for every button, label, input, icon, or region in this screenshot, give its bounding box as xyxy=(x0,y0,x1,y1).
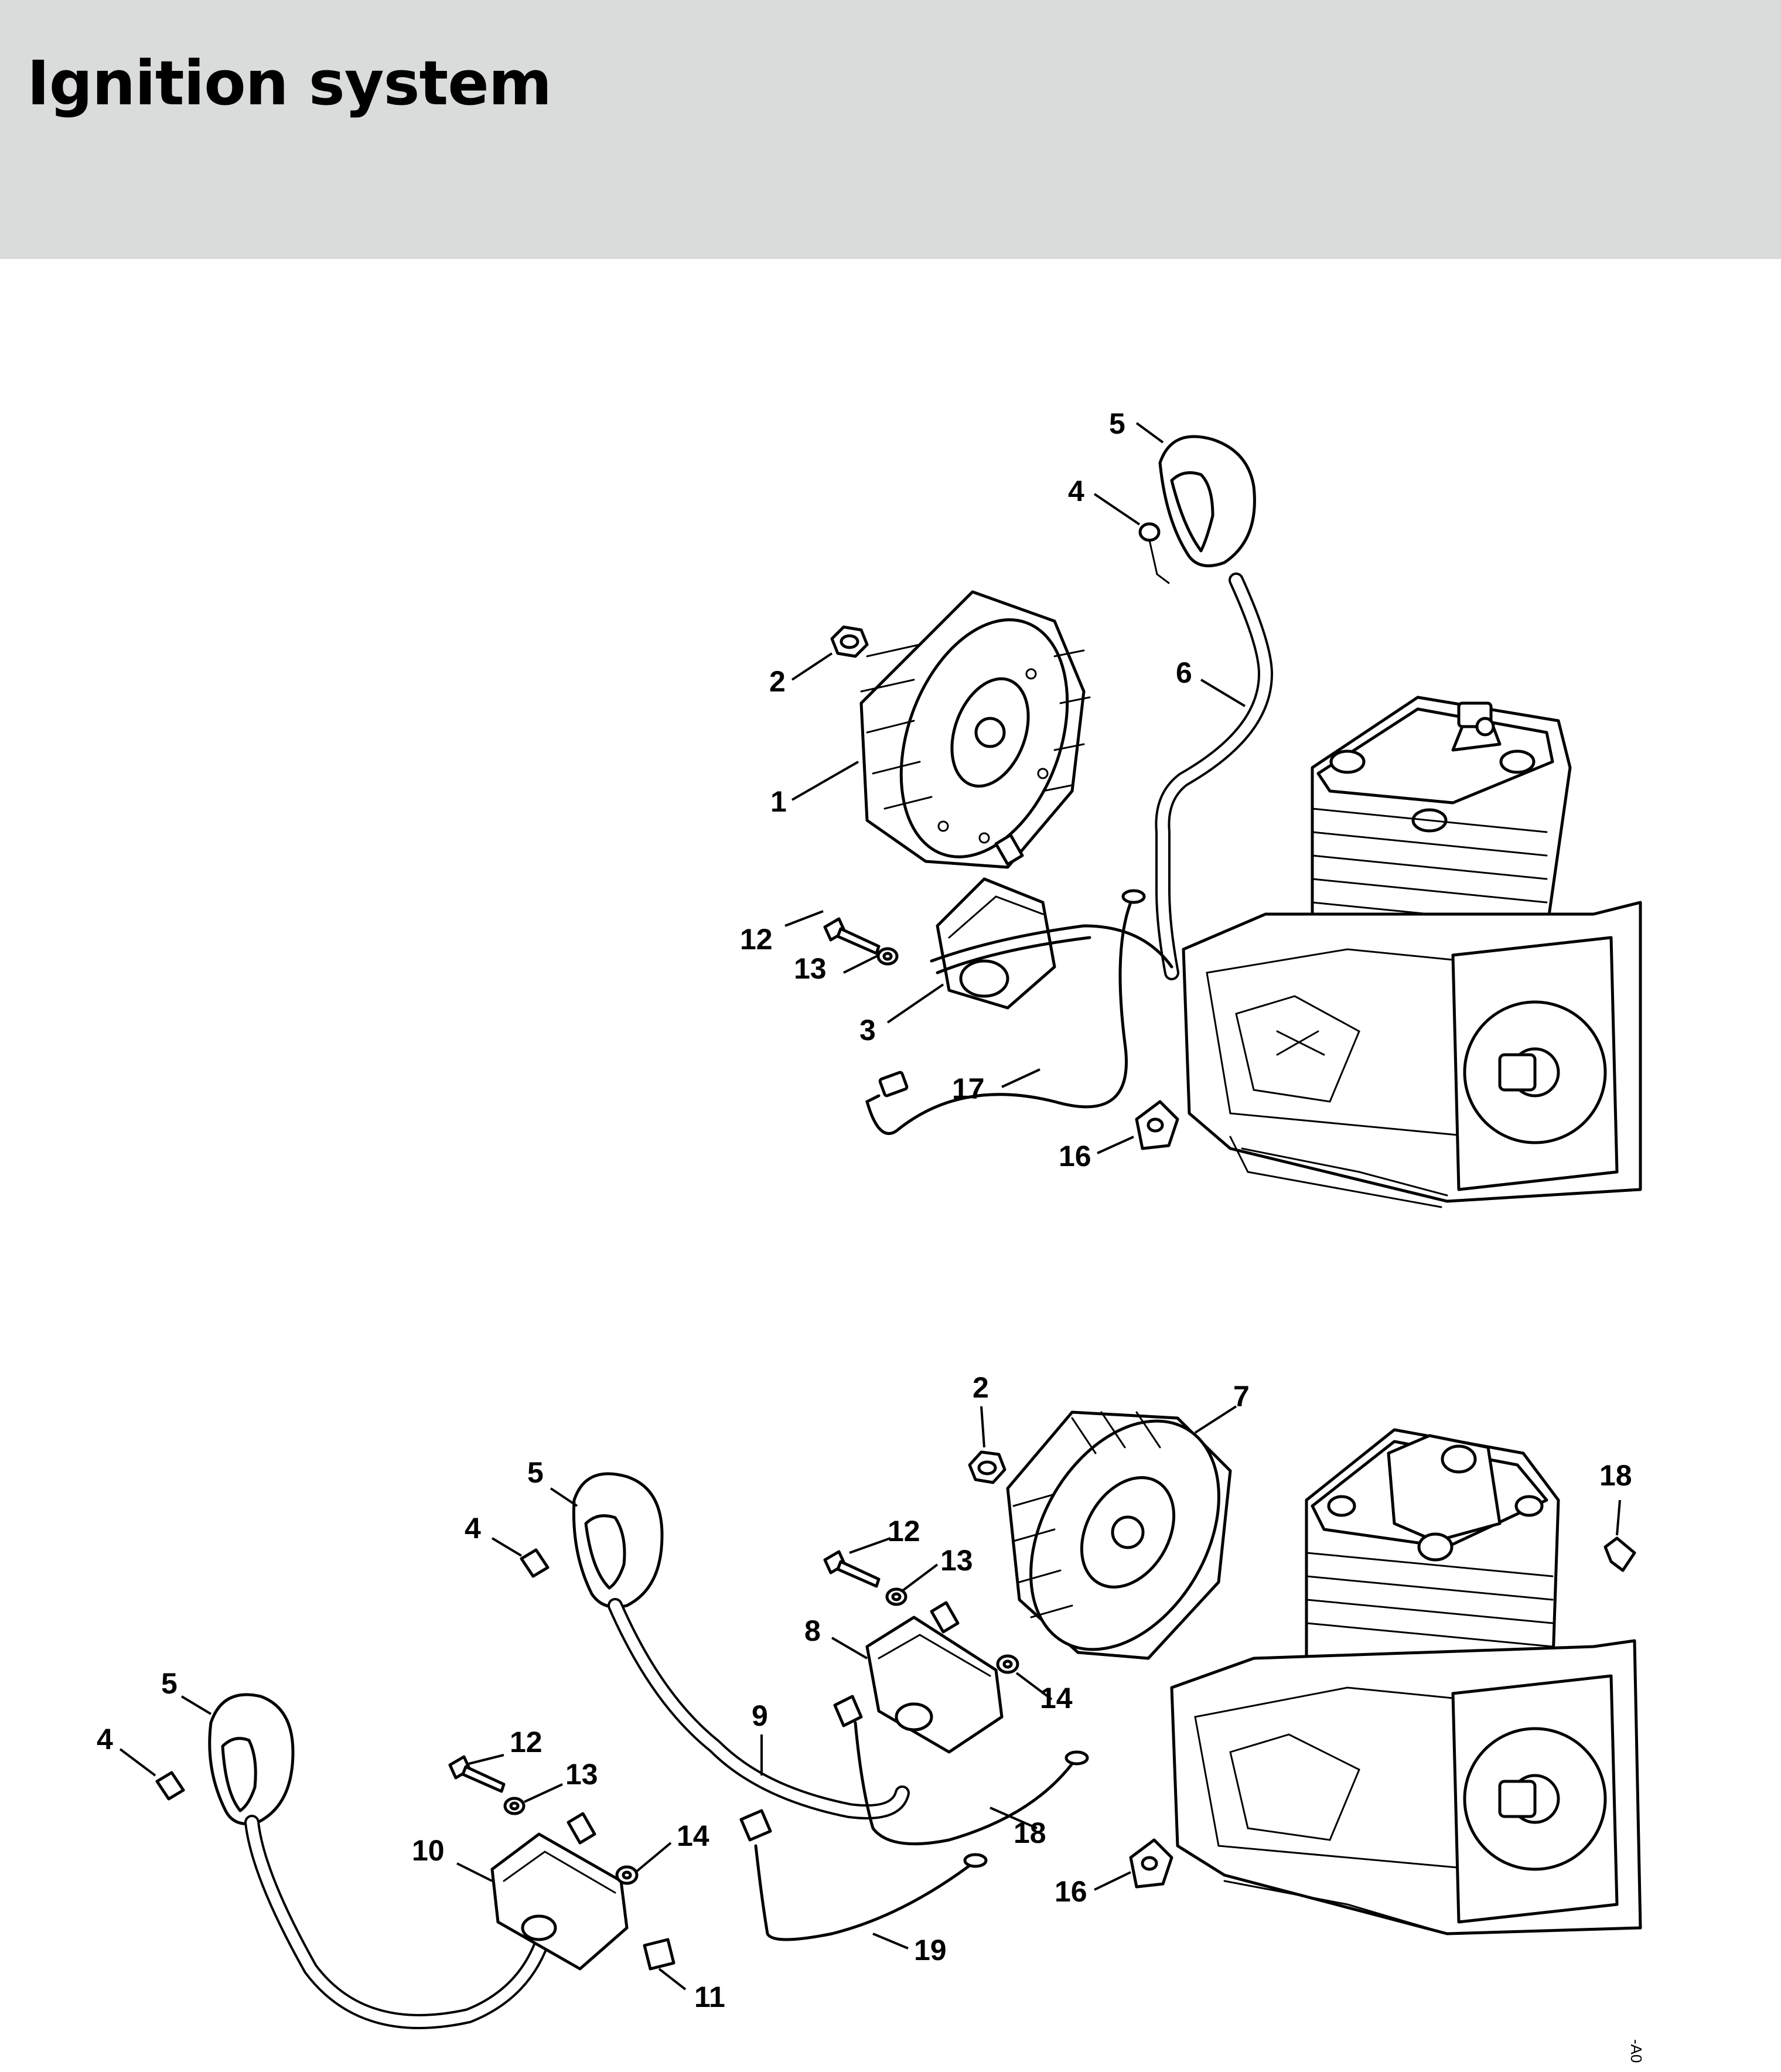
nut xyxy=(830,625,869,658)
grommet-lower xyxy=(1129,1838,1173,1889)
callout-16-lower: 16 xyxy=(1055,1875,1087,1908)
flywheel xyxy=(859,590,1091,869)
short-circuit-wire-3 xyxy=(739,1809,988,1941)
callout-12-upper: 12 xyxy=(888,1515,920,1548)
contact-spring-2 xyxy=(520,1548,550,1578)
washer-3 xyxy=(503,1797,526,1815)
callout-17: 17 xyxy=(952,1072,985,1105)
ignition-module-3 xyxy=(490,1812,629,1971)
grommet xyxy=(1135,1100,1179,1150)
flywheel-lower xyxy=(1006,1410,1232,1660)
callout-6: 6 xyxy=(1176,656,1192,689)
callout-10: 10 xyxy=(412,1834,445,1867)
callout-4: 4 xyxy=(1068,475,1084,507)
washer xyxy=(876,947,899,966)
clip xyxy=(1603,1536,1636,1572)
washer-14-lower xyxy=(615,1865,639,1885)
lower-leaders xyxy=(119,1405,1621,1991)
screw xyxy=(823,917,881,955)
callout-13: 13 xyxy=(794,952,827,985)
washer-14 xyxy=(996,1654,1019,1674)
upper-callouts: 5 4 6 2 1 12 13 3 17 16 xyxy=(740,407,1192,1173)
short-circuit-wire xyxy=(865,889,1146,1135)
callout-19: 19 xyxy=(914,1934,947,1967)
callout-11: 11 xyxy=(694,1981,725,2013)
contact-spring xyxy=(1138,522,1170,584)
callout-5-upper: 5 xyxy=(527,1456,544,1489)
lower-view: 2 7 18 5 4 12 13 8 14 9 18 5 4 12 13 14 … xyxy=(97,1371,1642,2029)
upper-leaders xyxy=(784,422,1246,1154)
callout-12: 12 xyxy=(740,923,773,956)
spark-plug-boot-3 xyxy=(208,1693,295,1825)
ignition-lead xyxy=(1155,572,1273,980)
header-bar: Ignition system xyxy=(0,0,1781,259)
spark-plug-boot xyxy=(1158,435,1256,568)
callout-13-upper: 13 xyxy=(940,1544,973,1577)
callout-1: 1 xyxy=(770,785,787,818)
callout-14-lower: 14 xyxy=(677,1819,709,1852)
engine-block-lower xyxy=(1170,1428,1642,1935)
washer-2 xyxy=(885,1587,907,1606)
screw-3 xyxy=(448,1755,506,1793)
callout-2-lower: 2 xyxy=(973,1371,989,1404)
callout-9: 9 xyxy=(752,1699,768,1732)
upper-view: 5 4 6 2 1 12 13 3 17 16 xyxy=(740,407,1642,1208)
callout-13-lower: 13 xyxy=(565,1758,598,1791)
callout-3: 3 xyxy=(859,1014,876,1047)
callout-5: 5 xyxy=(1109,407,1125,440)
screw-2 xyxy=(823,1550,881,1588)
callout-8: 8 xyxy=(804,1614,821,1647)
page-title: Ignition system xyxy=(27,47,552,119)
callout-16: 16 xyxy=(1059,1140,1091,1173)
callout-2: 2 xyxy=(769,665,786,698)
lower-callouts: 2 7 18 5 4 12 13 8 14 9 18 5 4 12 13 14 … xyxy=(97,1371,1632,2013)
callout-14-upper: 14 xyxy=(1040,1682,1073,1715)
sleeve xyxy=(643,1938,675,1971)
callout-4-upper: 4 xyxy=(465,1512,481,1545)
engine-block xyxy=(1182,696,1642,1208)
short-circuit-wire-2 xyxy=(854,1721,1089,1846)
callout-18: 18 xyxy=(1014,1817,1046,1849)
contact-spring-3 xyxy=(155,1771,185,1801)
callout-5-left: 5 xyxy=(161,1667,178,1700)
drawing-code: -A0 xyxy=(1628,2039,1645,2063)
ignition-module-2 xyxy=(833,1601,1004,1754)
callout-15: 18 xyxy=(1599,1459,1632,1492)
callout-4-left: 4 xyxy=(97,1723,113,1756)
ignition-lead-3 xyxy=(244,1815,552,2029)
spark-plug-boot-2 xyxy=(572,1472,664,1608)
ignition-lead-2 xyxy=(608,1598,910,1819)
callout-12-lower: 12 xyxy=(510,1726,543,1759)
callout-7: 7 xyxy=(1233,1380,1250,1413)
nut-lower xyxy=(968,1450,1006,1484)
ignition-module xyxy=(930,833,1173,1010)
